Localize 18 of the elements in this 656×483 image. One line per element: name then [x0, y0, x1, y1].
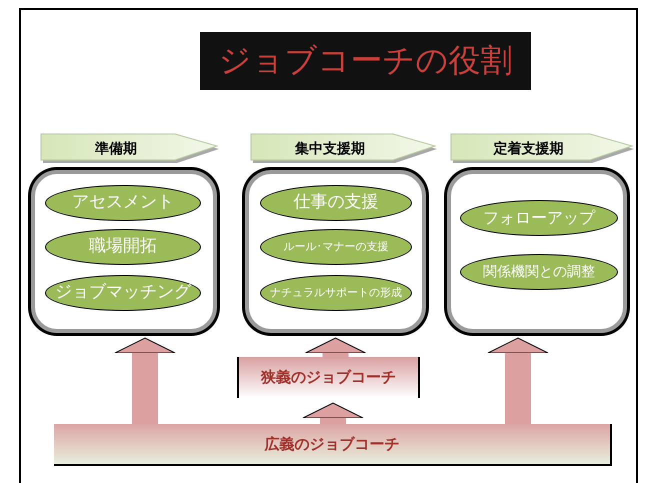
- task-ellipse: フォローアップ: [460, 200, 618, 236]
- phase-panel: [31, 170, 217, 333]
- block-arrow: [302, 402, 364, 424]
- task-ellipse: 関係機関との調整: [460, 254, 618, 290]
- task-ellipse: ルール･マナーの支援: [260, 229, 412, 265]
- task-ellipse: ナチュラルサポートの形成: [260, 275, 412, 311]
- role-band: 広義のジョブコーチ: [54, 424, 612, 466]
- task-ellipse: 仕事の支援: [260, 185, 412, 221]
- block-arrow: [488, 338, 548, 424]
- phase-panel: [447, 170, 627, 333]
- role-box: 狭義のジョブコーチ: [237, 357, 420, 398]
- task-ellipse: 職場開拓: [45, 229, 201, 265]
- phase-panel: [245, 170, 426, 333]
- task-ellipse: アセスメント: [45, 185, 201, 221]
- block-arrow: [114, 338, 176, 424]
- title-banner: ジョブコーチの役割: [200, 32, 531, 90]
- block-arrow: [305, 338, 366, 357]
- task-ellipse: ジョブマッチング: [45, 275, 201, 311]
